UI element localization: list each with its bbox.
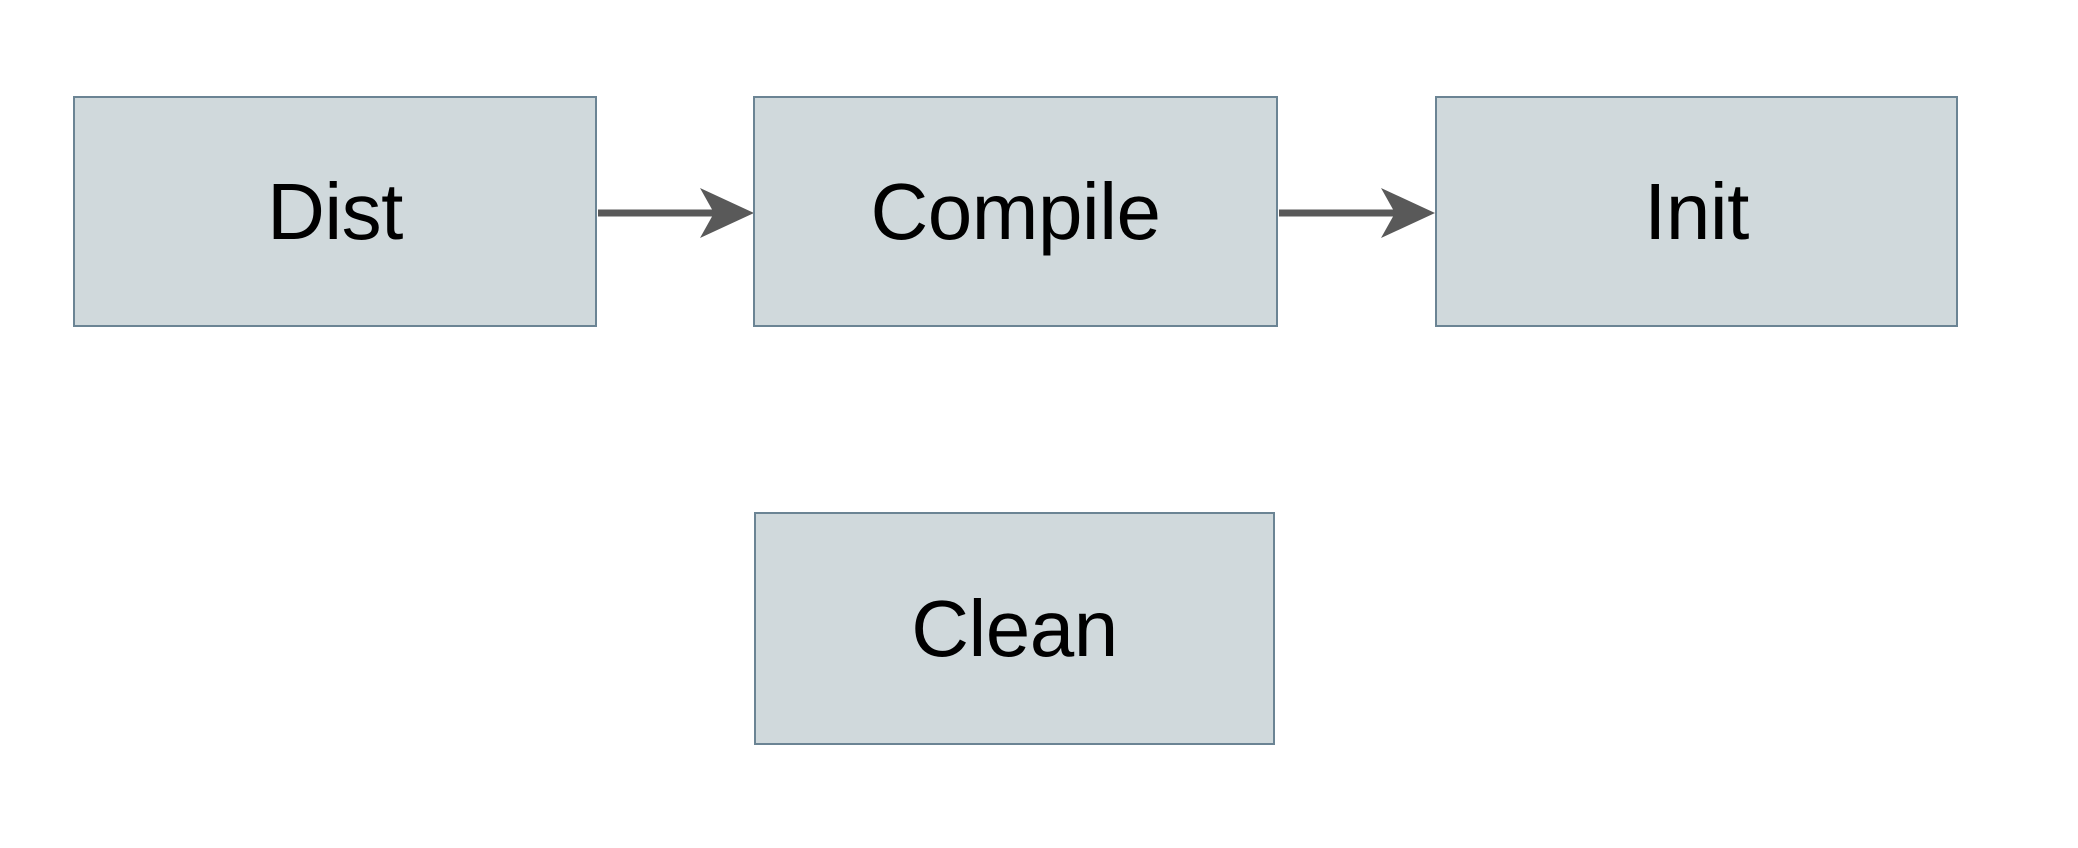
node-compile-label: Compile [870, 166, 1161, 256]
node-clean[interactable]: Clean [754, 512, 1275, 745]
node-init-label: Init [1644, 166, 1749, 256]
node-clean-label: Clean [911, 583, 1118, 673]
node-init[interactable]: Init [1435, 96, 1958, 327]
edge-compile-to-init[interactable] [1279, 188, 1435, 238]
node-dist-label: Dist [267, 166, 403, 256]
node-dist[interactable]: Dist [73, 96, 597, 327]
arrowhead-icon [1381, 188, 1435, 238]
arrowhead-icon [700, 188, 754, 238]
node-compile[interactable]: Compile [753, 96, 1278, 327]
edge-dist-to-compile[interactable] [598, 188, 754, 238]
